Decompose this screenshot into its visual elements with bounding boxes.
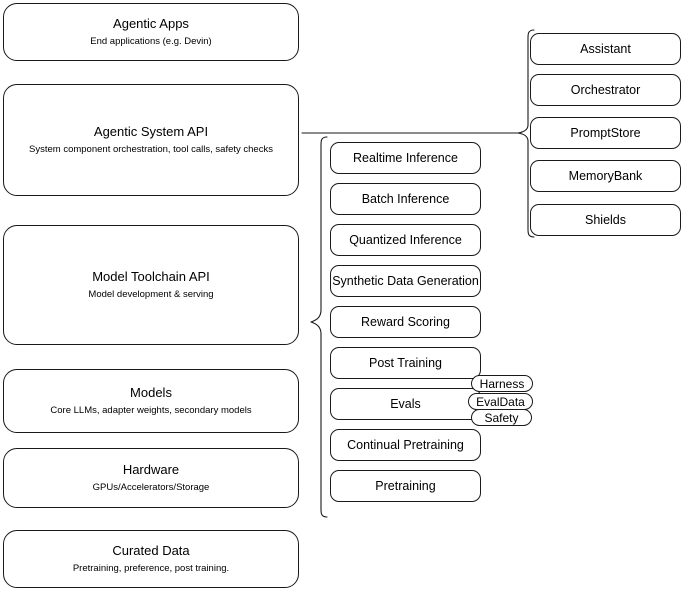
eval-badge-harness[interactable]: Harness bbox=[471, 375, 533, 392]
stack-layer-subtitle: System component orchestration, tool cal… bbox=[29, 144, 273, 155]
stack-layer-agentic-system-api[interactable]: Agentic System API System component orch… bbox=[3, 84, 299, 196]
toolchain-item-label: Pretraining bbox=[375, 479, 436, 493]
stack-layer-models[interactable]: Models Core LLMs, adapter weights, secon… bbox=[3, 369, 299, 433]
system-component-orchestrator[interactable]: Orchestrator bbox=[530, 74, 681, 106]
system-components-brace bbox=[517, 29, 535, 238]
stack-layer-subtitle: Model development & serving bbox=[88, 289, 214, 300]
stack-layer-subtitle: GPUs/Accelerators/Storage bbox=[92, 482, 210, 493]
toolchain-item-label: Realtime Inference bbox=[353, 151, 458, 165]
toolchain-item-post-training[interactable]: Post Training bbox=[330, 347, 481, 379]
stack-layer-subtitle: Pretraining, preference, post training. bbox=[72, 563, 230, 574]
stack-layer-curated-data[interactable]: Curated Data Pretraining, preference, po… bbox=[3, 530, 299, 588]
stack-layer-hardware[interactable]: Hardware GPUs/Accelerators/Storage bbox=[3, 448, 299, 508]
stack-layer-title: Curated Data bbox=[112, 543, 190, 558]
toolchain-item-label: Quantized Inference bbox=[349, 233, 462, 247]
toolchain-item-realtime-inference[interactable]: Realtime Inference bbox=[330, 142, 481, 174]
system-component-label: Orchestrator bbox=[570, 83, 641, 97]
system-component-shields[interactable]: Shields bbox=[530, 204, 681, 236]
stack-layer-model-toolchain-api[interactable]: Model Toolchain API Model development & … bbox=[3, 225, 299, 345]
toolchain-item-continual-pretraining[interactable]: Continual Pretraining bbox=[330, 429, 481, 461]
system-component-label: MemoryBank bbox=[568, 169, 643, 183]
toolchain-item-label: Synthetic Data Generation bbox=[332, 274, 479, 288]
stack-layer-title: Model Toolchain API bbox=[92, 269, 210, 284]
stack-layer-subtitle: End applications (e.g. Devin) bbox=[90, 36, 212, 47]
system-component-label: Assistant bbox=[580, 42, 631, 56]
toolchain-item-batch-inference[interactable]: Batch Inference bbox=[330, 183, 481, 215]
stack-layer-subtitle: Core LLMs, adapter weights, secondary mo… bbox=[50, 405, 252, 416]
toolchain-item-label: Reward Scoring bbox=[361, 315, 450, 329]
toolchain-item-reward-scoring[interactable]: Reward Scoring bbox=[330, 306, 481, 338]
system-component-assistant[interactable]: Assistant bbox=[530, 33, 681, 65]
toolchain-item-label: Continual Pretraining bbox=[347, 438, 464, 452]
eval-badge-label: EvalData bbox=[476, 394, 525, 409]
toolchain-item-synthetic-data-generation[interactable]: Synthetic Data Generation bbox=[330, 265, 481, 297]
stack-layer-agentic-apps[interactable]: Agentic Apps End applications (e.g. Devi… bbox=[3, 3, 299, 61]
toolchain-brace bbox=[310, 136, 328, 518]
stack-layer-title: Hardware bbox=[122, 462, 180, 477]
system-component-label: Shields bbox=[585, 213, 626, 227]
toolchain-item-pretraining[interactable]: Pretraining bbox=[330, 470, 481, 502]
eval-badge-safety[interactable]: Safety bbox=[471, 409, 532, 426]
eval-badge-evaldata[interactable]: EvalData bbox=[468, 393, 533, 410]
system-component-label: PromptStore bbox=[570, 126, 641, 140]
toolchain-item-quantized-inference[interactable]: Quantized Inference bbox=[330, 224, 481, 256]
toolchain-item-label: Post Training bbox=[369, 356, 442, 370]
system-component-memorybank[interactable]: MemoryBank bbox=[530, 160, 681, 192]
toolchain-item-label: Batch Inference bbox=[361, 192, 450, 206]
system-component-promptstore[interactable]: PromptStore bbox=[530, 117, 681, 149]
stack-layer-title: Models bbox=[130, 385, 172, 400]
eval-badge-label: Safety bbox=[484, 410, 519, 425]
eval-badge-label: Harness bbox=[479, 376, 525, 391]
toolchain-item-label: Evals bbox=[390, 397, 421, 411]
stack-layer-title: Agentic Apps bbox=[113, 16, 189, 31]
stack-layer-title: Agentic System API bbox=[93, 124, 209, 139]
toolchain-item-evals[interactable]: Evals bbox=[330, 388, 481, 420]
